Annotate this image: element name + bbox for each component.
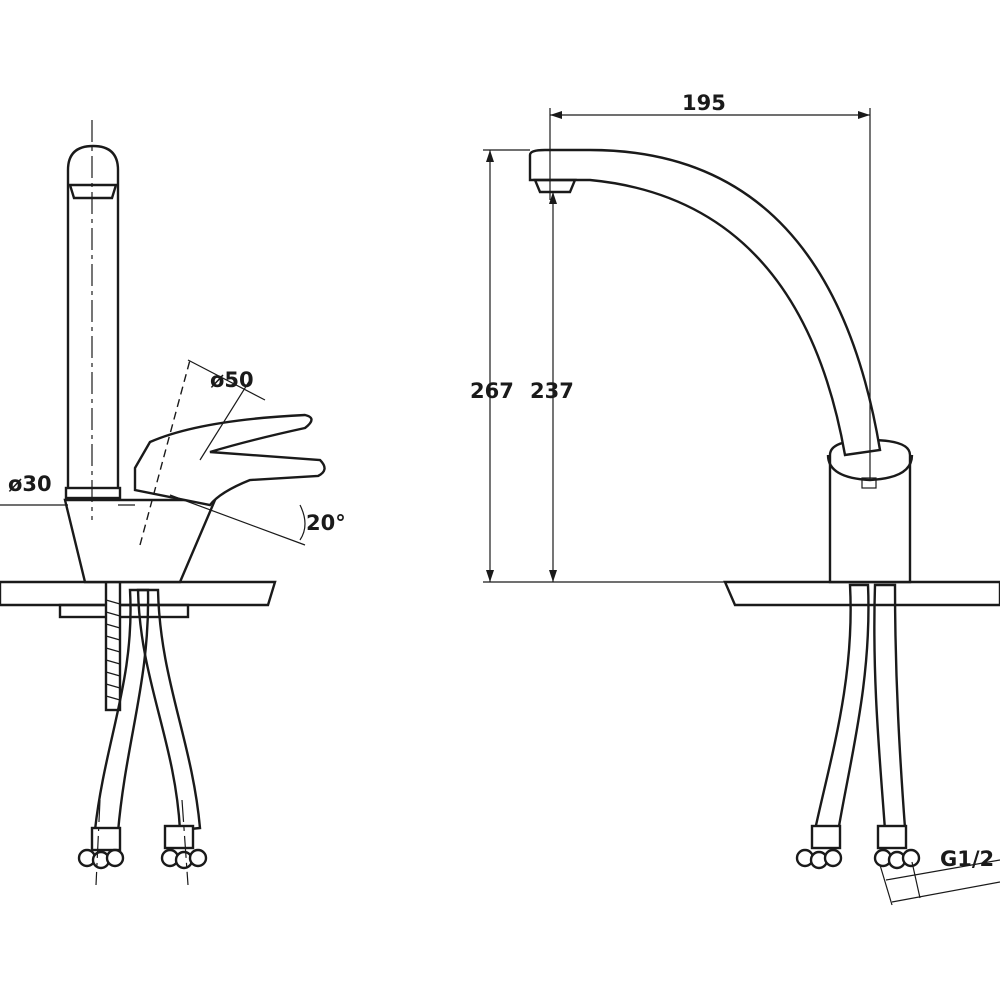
dim-lever-angle: 20°: [306, 511, 346, 535]
dim-hose-thread: G1/2: [940, 847, 994, 871]
dim-total-height: 267: [470, 379, 514, 403]
side-view: ø50 ø30 20°: [0, 120, 346, 886]
countertop-left: [0, 580, 277, 619]
front-view: G1/2 195 267 237: [470, 91, 1000, 906]
dim-lever-diameter: ø50: [210, 368, 254, 392]
hoses-side: [77, 588, 208, 886]
dim-outlet-height: 237: [530, 379, 574, 403]
lever-handle: ø50 ø30 20°: [0, 359, 346, 546]
faucet-body-side: [63, 120, 217, 584]
dim-spout-reach: 195: [682, 91, 726, 115]
faucet-body-front: [528, 148, 914, 584]
hoses-front: G1/2: [795, 583, 1000, 906]
dim-outlet-diameter: ø30: [8, 472, 52, 496]
dimensions-front: 195 267 237: [470, 91, 871, 583]
mounting-bolt: [104, 580, 122, 712]
